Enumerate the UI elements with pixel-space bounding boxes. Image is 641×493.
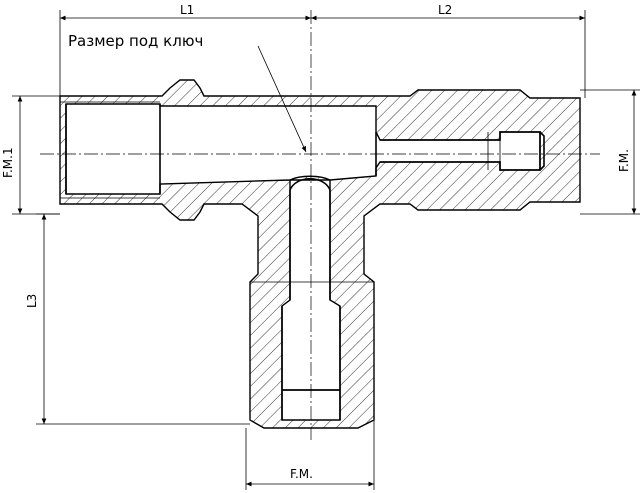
l1-label: L1 [180,3,194,17]
bore-outlines [60,101,545,420]
l2-label: L2 [438,3,452,17]
dimension-lines [12,10,640,490]
fm-right-label: F.M. [617,149,631,172]
fm-bottom-label: F.M. [290,467,313,481]
l3-label: L3 [25,294,39,308]
wrench-size-label: Размер под ключ [68,32,203,50]
fitting-section-body [59,79,581,429]
fm1-label: F.M.1 [1,147,15,178]
center-lines [40,10,600,440]
